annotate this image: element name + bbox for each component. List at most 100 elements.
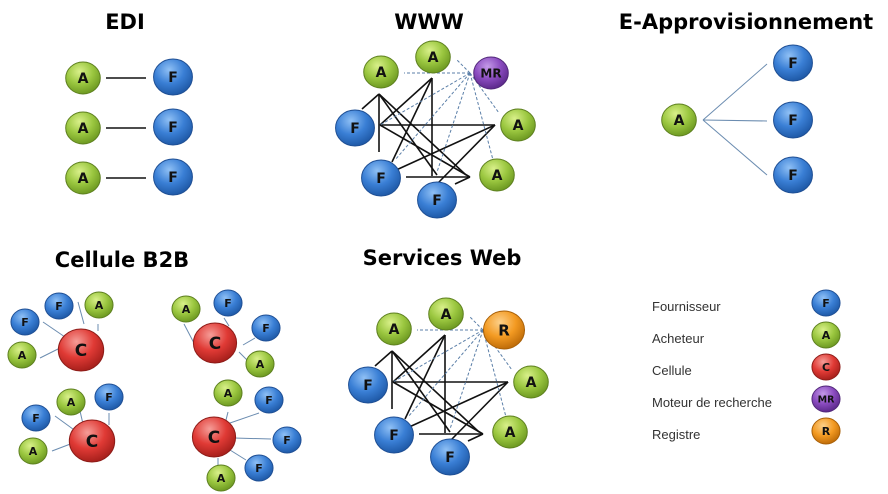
node-label: A [95, 299, 104, 312]
www-acheteur-2: A [415, 40, 451, 74]
node-a-shape [171, 295, 201, 323]
node-f-shape [10, 308, 40, 336]
node-label: A [492, 168, 503, 184]
b2b-cellule-2-fournisseur-2: F [213, 289, 243, 317]
services-web-link [406, 381, 509, 429]
legend-label-registre: Registre [652, 427, 701, 442]
legend-icon-moteur-de-recherche: MR [811, 385, 841, 413]
legend-label-fournisseur: Fournisseur [652, 299, 721, 314]
node-label: A [224, 387, 233, 400]
node-a-shape [376, 312, 412, 346]
node-label: A [29, 445, 38, 458]
node-label: A [78, 171, 89, 187]
node-label: A [441, 307, 452, 323]
node-a-shape [65, 111, 101, 145]
services-web-acheteur-1: A [376, 312, 412, 346]
www-dashed-link [469, 72, 500, 114]
www-dashed-link [436, 72, 471, 173]
node-f-shape [361, 159, 401, 197]
node-f-shape [153, 108, 193, 146]
services-web-link [404, 334, 446, 420]
node-label: MR [480, 66, 501, 80]
node-label: F [788, 168, 798, 184]
www-acheteur-1: A [363, 55, 399, 89]
services-web-dashed-link [407, 329, 484, 418]
node-label: A [182, 303, 191, 316]
title-cellule-b2b: Cellule B2B [54, 248, 190, 272]
www-acheteur-3: A [500, 108, 536, 142]
edi-fournisseur-2: F [153, 108, 193, 146]
node-label: MR [818, 394, 835, 405]
node-a-shape [513, 365, 549, 399]
node-f-shape [773, 101, 813, 139]
services-web-link [450, 381, 509, 441]
b2b-cellule-2-acheteur-4: A [245, 350, 275, 378]
b2b-cellule-4-fournisseur-3: F [272, 426, 302, 454]
node-c-shape [192, 322, 238, 364]
www-fournisseur-3: F [417, 181, 457, 219]
b2b-cellule-1-link [39, 348, 59, 359]
www-link [361, 93, 380, 110]
b2b-cellule-4-acheteur-1: A [213, 379, 243, 407]
node-f-shape [251, 314, 281, 342]
services-web-dashed-link [468, 315, 484, 331]
node-f-shape [153, 158, 193, 196]
node-f-shape [773, 156, 813, 194]
services-web-link [392, 334, 446, 383]
b2b-cellule-2-link [238, 351, 248, 361]
eappro-acheteur: A [661, 103, 697, 137]
node-label: A [78, 121, 89, 137]
www-fournisseur-2: F [361, 159, 401, 197]
node-label: A [526, 375, 537, 391]
node-a-shape [415, 40, 451, 74]
node-f-shape [153, 58, 193, 96]
node-a-shape [65, 61, 101, 95]
b2b-cellule-3-fournisseur-1: F [21, 404, 51, 432]
www-link [393, 124, 496, 172]
b2b-cellule-3-acheteur-2: A [56, 388, 86, 416]
node-label: R [822, 425, 831, 438]
node-mr-shape [473, 56, 509, 90]
title-e-approvisionnement: E-Approvisionnement [618, 10, 874, 34]
node-f-shape [335, 109, 375, 147]
node-label: F [822, 297, 830, 310]
node-label: A [389, 322, 400, 338]
services-web-dashed-link [392, 329, 484, 383]
node-a-shape [428, 297, 464, 331]
www-link [391, 77, 433, 163]
node-a-shape [206, 464, 236, 492]
services-web-dashed-link [482, 329, 513, 371]
node-f-shape [417, 181, 457, 219]
b2b-cellule-4-fournisseur-4: F [244, 454, 274, 482]
node-label: A [505, 425, 516, 441]
edi-acheteur-1: A [65, 61, 101, 95]
services-web-link [392, 381, 484, 435]
eappro-fournisseur-2: F [773, 101, 813, 139]
node-label: F [168, 70, 178, 86]
node-a-shape [500, 108, 536, 142]
node-f-shape [94, 383, 124, 411]
node-a-shape [56, 388, 86, 416]
b2b-cellule-4-link [229, 449, 247, 461]
legend-label-moteur-de-recherche: Moteur de recherche [652, 395, 772, 410]
b2b-cellule-2-link [242, 337, 256, 346]
www-link [454, 176, 471, 185]
b2b-cellule-4-fournisseur-2: F [254, 386, 284, 414]
node-label: F [168, 120, 178, 136]
b2b-cellule-1-cellule: C [57, 328, 105, 372]
node-a-shape [65, 161, 101, 195]
node-label: C [208, 428, 220, 448]
legend-icon-registre: R [811, 417, 841, 445]
b2b-cellule-4-cellule: C [191, 416, 237, 458]
services-web-fournisseur-3: F [430, 438, 470, 476]
node-f-shape [44, 292, 74, 320]
node-f-shape [430, 438, 470, 476]
node-f-shape [272, 426, 302, 454]
node-a-shape [661, 103, 697, 137]
node-label: F [445, 450, 455, 466]
b2b-cellule-3-cellule: C [68, 419, 116, 463]
node-label: F [265, 394, 273, 407]
node-label: C [209, 334, 221, 354]
node-label: F [432, 193, 442, 209]
